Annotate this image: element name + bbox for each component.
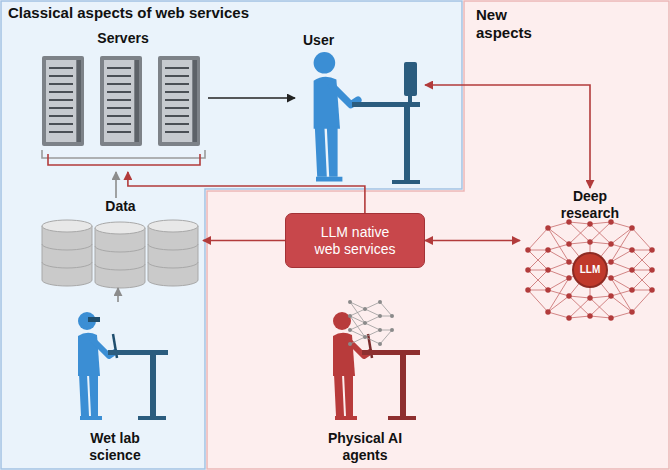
desk-foot [138, 416, 166, 420]
node-label: Servers [38, 30, 208, 47]
desk-top [108, 350, 168, 355]
database-cylinder [42, 220, 92, 286]
region-outline [204, 0, 670, 470]
scientist-illustration [78, 312, 168, 420]
llm-circle: LLM [572, 252, 608, 288]
network-links [528, 222, 652, 318]
connector-arrow [208, 97, 295, 99]
server-tower [100, 56, 142, 146]
desk-leg [404, 106, 410, 182]
region-heading: Classical aspects of web services [8, 4, 308, 22]
box-label: LLM native web services [308, 224, 403, 258]
server-tower [42, 56, 84, 146]
server-bracket [42, 150, 205, 158]
connector-arrow [115, 172, 117, 198]
connector-arrow [117, 288, 119, 302]
node-label: Deep research [550, 188, 630, 222]
goggles [88, 317, 100, 322]
node-label: Data [38, 198, 203, 215]
region-heading: New aspects [476, 6, 546, 42]
desk-foot [388, 416, 416, 420]
network-illustration [528, 222, 652, 318]
connector-arrow [203, 240, 285, 242]
network-dots [528, 222, 652, 318]
robot-illustration [333, 302, 420, 420]
pipette [113, 334, 117, 358]
wet-lab-figure: Wet lab science [45, 302, 195, 468]
connector-arrow [425, 85, 590, 188]
circle-label: LLM [580, 264, 601, 276]
desk-top [352, 102, 420, 107]
person-figure [314, 52, 358, 182]
neural-overlay-lines [350, 302, 392, 344]
connector-arrow [425, 240, 520, 242]
server-group: Servers [38, 28, 208, 172]
node-label: User [303, 32, 334, 49]
region-panel: New aspectsLLM native web services Deep r… [204, 0, 670, 470]
connector-arrow [128, 172, 365, 213]
person-figure [333, 312, 370, 420]
server-towers [42, 56, 205, 165]
service-box: LLM native web services [285, 213, 425, 268]
monitor [404, 62, 417, 96]
user-figure: User [295, 30, 425, 188]
server-tower [158, 56, 200, 146]
database-cylinder [148, 220, 198, 286]
desk-leg [150, 354, 156, 418]
person-figure [78, 312, 115, 420]
neural-network: Deep researchLLM [520, 188, 660, 353]
robot-figure: Physical AI agents [290, 288, 450, 468]
user-illustration [314, 52, 420, 184]
node-label: Physical AI agents [320, 430, 410, 464]
node-label: Wet lab science [80, 430, 150, 464]
pipette [368, 334, 372, 358]
region-shape [207, 1, 669, 469]
data-store: Data [38, 198, 203, 288]
server-bracket [48, 154, 200, 165]
monitor-stand [408, 95, 412, 103]
data-cylinders [42, 220, 198, 288]
database-cylinder [95, 222, 145, 288]
desk-top [362, 350, 420, 355]
desk-foot [392, 180, 420, 184]
neural-overlay-dots [350, 302, 392, 344]
desk-leg [400, 354, 406, 418]
